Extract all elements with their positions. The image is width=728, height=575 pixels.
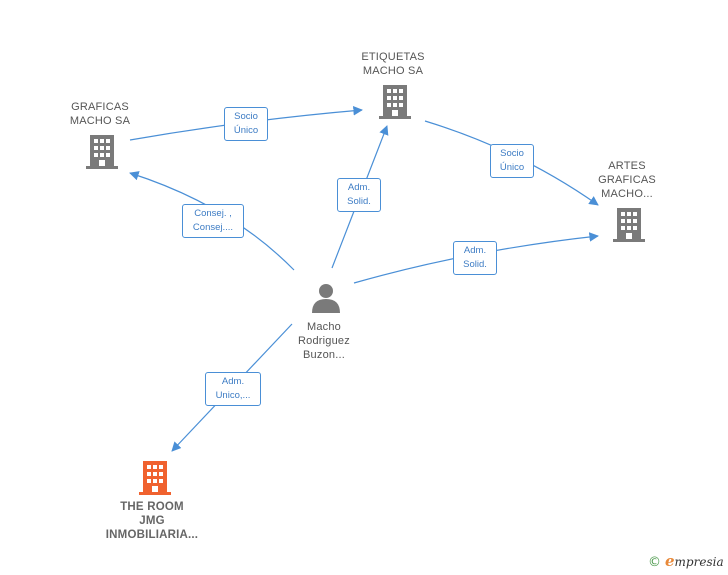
edge-label-person-etiquetas[interactable]: Adm. Solid. [337,178,381,212]
edge-label-line: Adm. [347,182,371,193]
edge-label-person-theroom[interactable]: Adm. Unico,... [205,372,261,406]
node-label-line: Rodriguez [298,335,350,347]
edge-label-line: Único [233,125,259,136]
node-label-line: MACHO SA [362,65,424,77]
building-icon[interactable] [86,135,118,169]
node-label-theroom[interactable]: THE ROOM JMG INMOBILIARIA... [92,500,212,542]
node-label-line: JMG [139,515,165,527]
building-icon-highlighted[interactable] [139,461,171,495]
edge-label-line: Unico,... [215,390,251,401]
edge-label-person-graficas[interactable]: Consej. , Consej.... [182,204,244,238]
node-label-line: Buzon... [303,349,345,361]
edge-label-person-artes[interactable]: Adm. Solid. [453,241,497,275]
copyright-symbol: © [648,555,661,570]
node-label-line: GRAFICAS [598,174,656,186]
edge-label-graficas-etiquetas[interactable]: Socio Único [224,107,268,141]
edge-label-line: Adm. [221,376,245,387]
node-label-line: INMOBILIARIA... [105,529,199,541]
building-icon[interactable] [613,208,645,242]
edge-label-line: Único [499,162,525,173]
edge-label-line: Socio [500,148,524,159]
edge-label-line: Solid. [347,196,371,207]
node-label-artes[interactable]: ARTES GRAFICAS MACHO... [572,159,682,201]
building-icon[interactable] [379,85,411,119]
node-label-line: THE ROOM [120,501,184,513]
node-label-graficas[interactable]: GRAFICAS MACHO SA [45,100,155,128]
edge-label-line: Adm. [463,245,487,256]
edge-label-etiquetas-artes[interactable]: Socio Único [490,144,534,178]
edge-label-line: Consej.... [192,222,234,233]
node-label-line: MACHO SA [69,115,131,127]
brand-name: mpresia [674,555,724,569]
person-icon[interactable] [311,283,341,313]
edge-label-line: Solid. [463,259,487,270]
node-label-line: ETIQUETAS [361,51,425,63]
node-label-line: Macho [306,321,342,333]
node-label-line: GRAFICAS [71,101,129,113]
brand-initial: e [665,552,675,570]
edge-label-line: Consej. , [194,208,232,219]
node-label-line: ARTES [608,160,646,172]
edge-label-line: Socio [234,111,258,122]
brand-logo: © empresia [648,552,724,570]
node-label-etiquetas[interactable]: ETIQUETAS MACHO SA [338,50,448,78]
node-label-person[interactable]: Macho Rodriguez Buzon... [269,320,379,362]
node-label-line: MACHO... [601,188,653,200]
